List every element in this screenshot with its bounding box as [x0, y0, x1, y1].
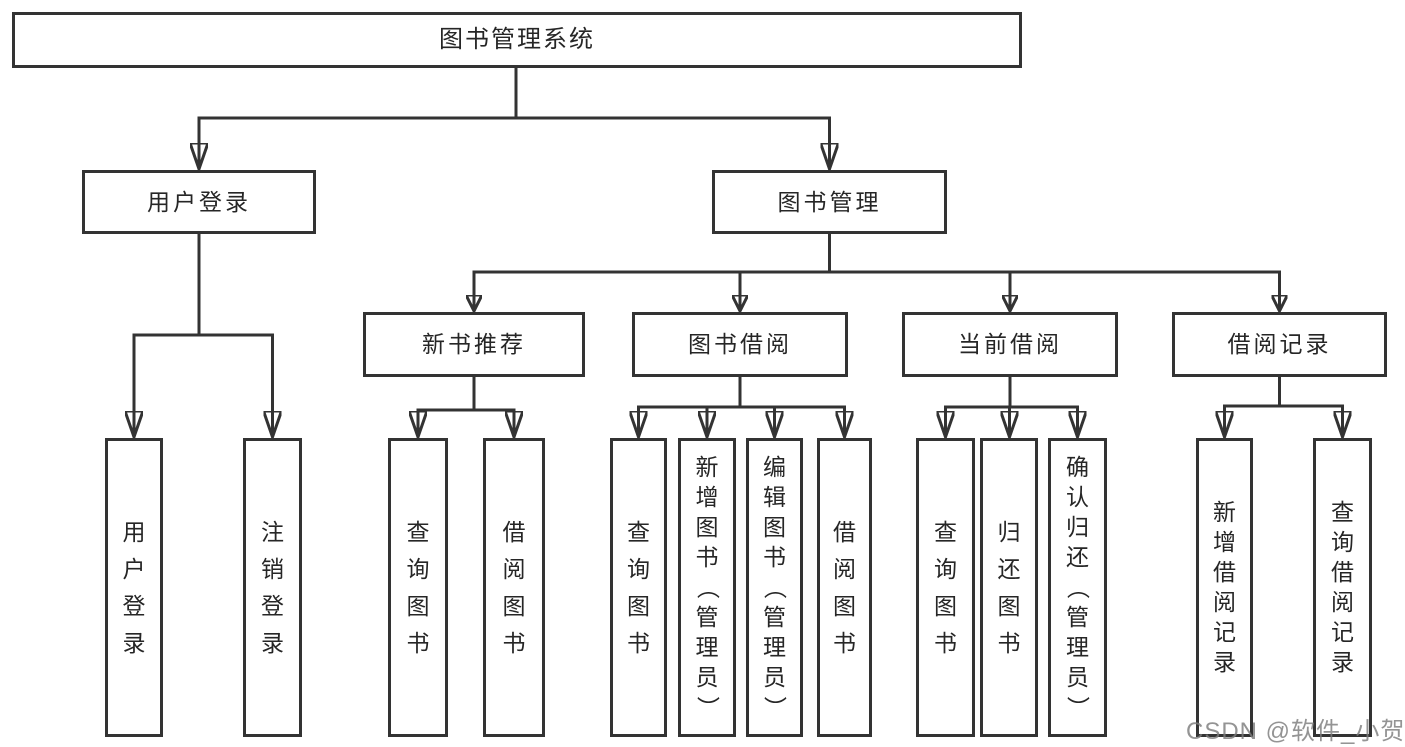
leaf-return-book: 归还图书 [980, 438, 1038, 737]
leaf-confirm-return-admin-label: 确认归还（管理员） [1065, 454, 1091, 720]
leaf-add-borrow-record: 新增借阅记录 [1196, 438, 1253, 737]
leaf-logout: 注销登录 [243, 438, 302, 737]
leaf-add-book-admin: 新增图书（管理员） [678, 438, 736, 737]
leaf-add-book-admin-label: 新增图书（管理员） [694, 454, 721, 720]
node-user-login: 用户登录 [82, 170, 316, 234]
leaf-borrow-books-recommend: 借阅图书 [483, 438, 545, 737]
node-user-login-label: 用户登录 [147, 188, 251, 215]
node-new-book-recommend-label: 新书推荐 [422, 331, 526, 357]
node-book-borrow: 图书借阅 [632, 312, 848, 377]
node-root: 图书管理系统 [12, 12, 1022, 68]
leaf-query-books-current-label: 查询图书 [934, 518, 957, 656]
csdn-watermark: CSDN @软件_小贺同学 [1186, 718, 1405, 745]
node-current-borrow-label: 当前借阅 [958, 331, 1062, 357]
leaf-query-books-recommend-label: 查询图书 [406, 518, 430, 656]
leaf-borrow-books-recommend-label: 借阅图书 [502, 518, 526, 656]
node-root-label: 图书管理系统 [439, 26, 595, 53]
node-borrow-records: 借阅记录 [1172, 312, 1387, 377]
leaf-borrow-books-borrow-label: 借阅图书 [833, 518, 856, 656]
leaf-return-book-label: 归还图书 [997, 518, 1021, 656]
leaf-edit-book-admin-label: 编辑图书（管理员） [762, 454, 788, 720]
leaf-add-borrow-record-label: 新增借阅记录 [1213, 499, 1236, 675]
leaf-borrow-books-borrow: 借阅图书 [817, 438, 872, 737]
node-book-management: 图书管理 [712, 170, 947, 234]
leaf-logout-label: 注销登录 [261, 518, 284, 656]
leaf-query-books-borrow-label: 查询图书 [627, 518, 650, 656]
node-new-book-recommend: 新书推荐 [363, 312, 585, 377]
leaf-edit-book-admin: 编辑图书（管理员） [746, 438, 803, 737]
leaf-user-login-label: 用户登录 [122, 518, 146, 656]
leaf-confirm-return-admin: 确认归还（管理员） [1048, 438, 1107, 737]
node-current-borrow: 当前借阅 [902, 312, 1118, 377]
node-borrow-records-label: 借阅记录 [1227, 331, 1332, 357]
leaf-user-login: 用户登录 [105, 438, 163, 737]
node-book-borrow-label: 图书借阅 [688, 331, 792, 357]
leaf-query-borrow-record-label: 查询借阅记录 [1331, 499, 1354, 675]
leaf-query-books-recommend: 查询图书 [388, 438, 448, 737]
leaf-query-borrow-record: 查询借阅记录 [1313, 438, 1372, 737]
leaf-query-books-borrow: 查询图书 [610, 438, 667, 737]
leaf-query-books-current: 查询图书 [916, 438, 975, 737]
node-book-management-label: 图书管理 [777, 188, 882, 215]
